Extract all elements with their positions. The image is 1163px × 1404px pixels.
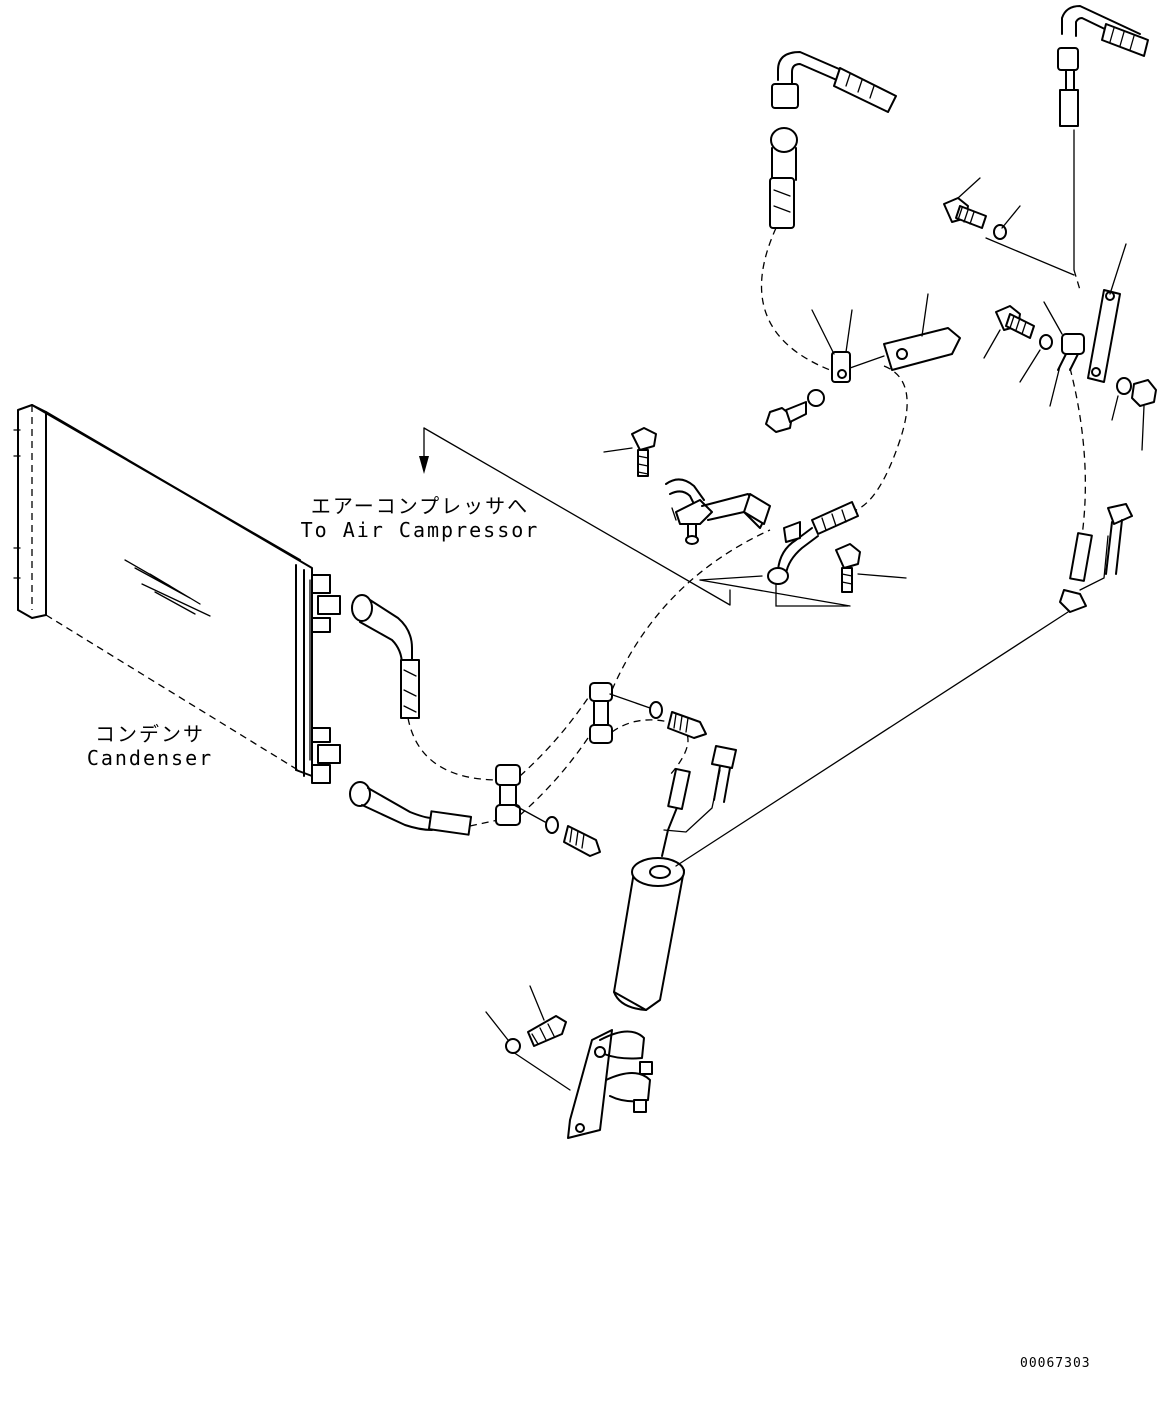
hose-icon-upper-left — [760, 51, 897, 371]
hose-icon-tee — [665, 478, 771, 545]
washer-icon — [485, 985, 567, 1054]
hose-icon-upper-right — [1057, 5, 1149, 291]
arrow-down-icon — [419, 427, 851, 607]
bolt-icon-top-right — [943, 177, 1157, 561]
hose-icon-right-mid — [699, 501, 859, 607]
condenser-icon — [13, 404, 341, 784]
clamp-icon — [495, 529, 771, 826]
condenser-callout-label: コンデンサ Candenser — [80, 722, 220, 770]
condenser-label-en: Candenser — [86, 746, 214, 770]
hose-icon-right-lower — [1059, 503, 1133, 613]
drawing-number: 00067303 — [1020, 1356, 1091, 1371]
condenser-label-jp: コンデンサ — [95, 722, 205, 746]
hose-icon — [349, 594, 501, 836]
clamp-icon-upper — [765, 293, 961, 511]
bolt-icon-middle — [603, 427, 907, 593]
bracket-icon-right — [985, 237, 1127, 383]
receiver-drier-icon — [613, 611, 1069, 1011]
compressor-label-en: To Air Campressor — [300, 518, 540, 542]
bolt-icon — [513, 693, 707, 857]
compressor-label-jp: エアーコンプレッサへ — [310, 494, 530, 518]
compressor-callout-label: エアーコンプレッサへ To Air Campressor — [300, 494, 540, 542]
bracket-icon — [509, 1029, 653, 1139]
